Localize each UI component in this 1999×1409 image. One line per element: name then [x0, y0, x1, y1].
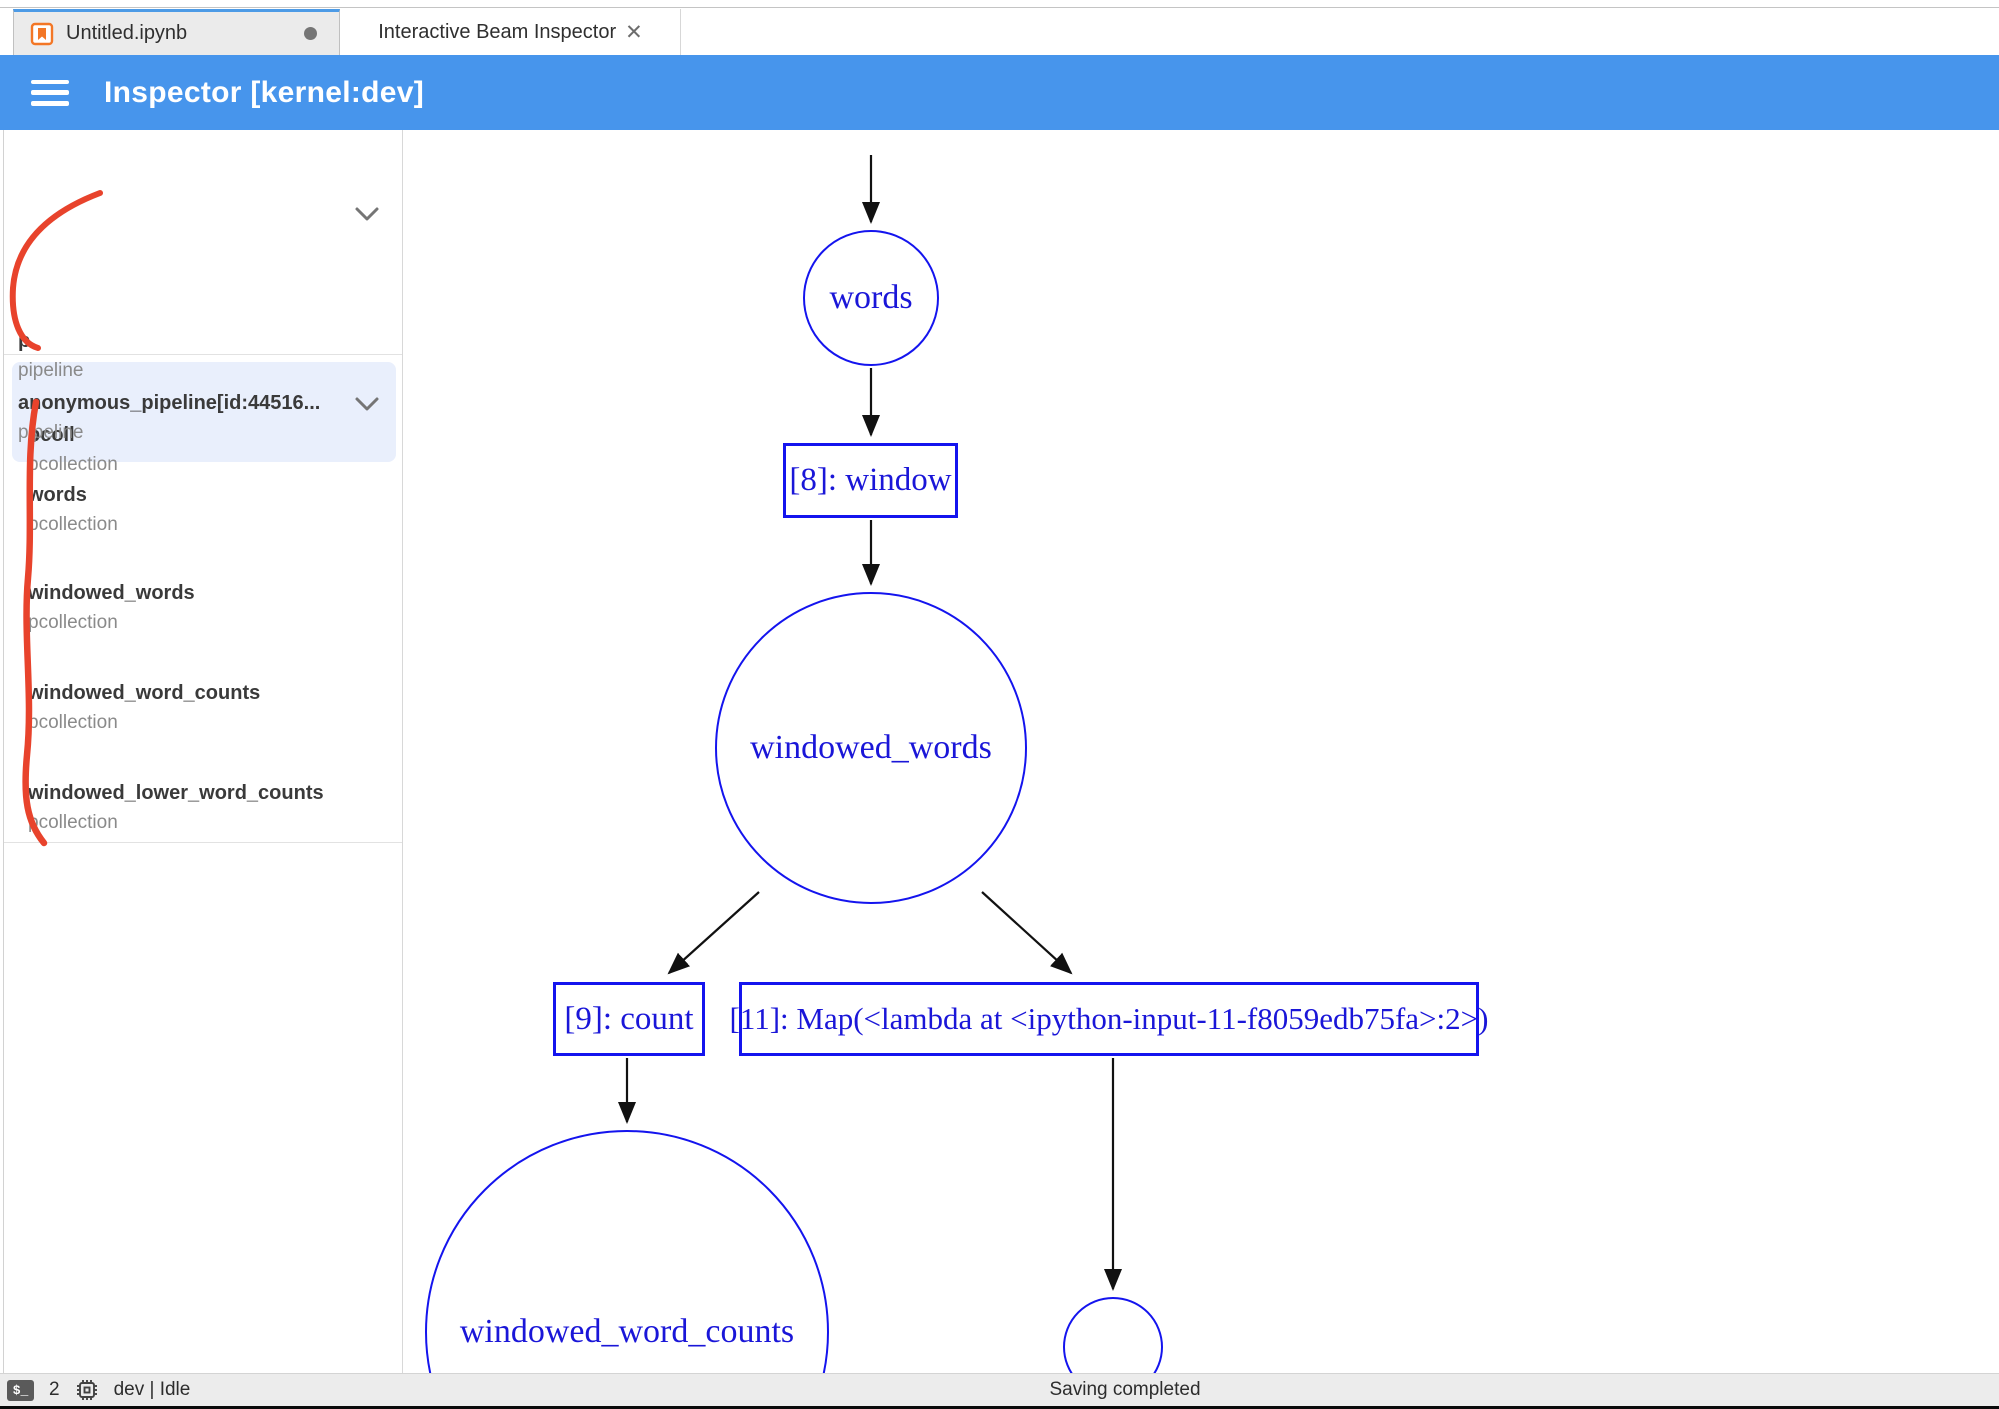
kernel-status[interactable]: dev | Idle	[113, 1379, 191, 1400]
sidebar-item-anonymous-pipeline[interactable]: anonymous_pipeline[id:44516... pipeline	[18, 392, 321, 443]
hamburger-menu-icon[interactable]	[31, 79, 69, 106]
kernel-chip-icon[interactable]	[75, 1378, 99, 1402]
sidebar-item-windowed-word-counts[interactable]: windowed_word_counts pcollection	[28, 682, 261, 733]
notebook-icon	[30, 22, 54, 45]
graph-node-count-transform[interactable]: [9]: count	[553, 982, 705, 1056]
terminals-count[interactable]: 2	[49, 1379, 60, 1400]
tab-label: Interactive Beam Inspector	[378, 20, 617, 43]
window-top-strip	[0, 0, 1999, 8]
graph-node-words[interactable]: words	[803, 230, 939, 366]
status-bar: $_ 2 dev | Idle Saving completed	[0, 1373, 1999, 1406]
selected-item-highlight	[12, 362, 396, 462]
tab-untitled-notebook[interactable]: Untitled.ipynb	[13, 9, 340, 55]
sidebar-item-p[interactable]: p pipeline	[18, 330, 84, 381]
status-message: Saving completed	[1049, 1379, 1201, 1400]
inspector-title: Inspector [kernel:dev]	[104, 75, 425, 109]
chevron-down-icon[interactable]	[354, 206, 380, 223]
inspectables-sidebar: p pipeline pcoll pcollection anonymous_p…	[4, 130, 403, 1373]
dock-tab-bar: Untitled.ipynb Interactive Beam Inspecto…	[0, 9, 1999, 55]
sidebar-item-windowed-words[interactable]: windowed_words pcollection	[28, 582, 195, 633]
edge-windowed-words-to-count	[667, 891, 760, 975]
graph-node-windowed-words[interactable]: windowed_words	[715, 592, 1027, 904]
inspector-toolbar: Inspector [kernel:dev]	[0, 55, 1999, 130]
graph-node-map-transform[interactable]: [11]: Map(<lambda at <ipython-input-11-f…	[730, 982, 1488, 1056]
divider	[4, 354, 402, 355]
sidebar-item-words[interactable]: words pcollection	[28, 484, 118, 535]
window-bottom-edge	[0, 1406, 1999, 1409]
close-icon[interactable]: ✕	[625, 20, 643, 44]
graph-edges	[617, 155, 1123, 1292]
inspector-content: p pipeline pcoll pcollection anonymous_p…	[0, 130, 1999, 1373]
terminals-icon[interactable]: $_	[7, 1379, 34, 1401]
divider	[4, 842, 402, 843]
sidebar-item-windowed-lower-word-counts[interactable]: windowed_lower_word_counts pcollection	[28, 782, 324, 833]
panel-left-border	[3, 130, 4, 1373]
pipeline-graph-panel: words [8]: window windowed_words [9]: co…	[404, 130, 1999, 1373]
graph-node-window-transform[interactable]: [8]: window	[783, 443, 958, 518]
chevron-down-icon[interactable]	[354, 396, 380, 413]
unsaved-changes-dot	[304, 27, 317, 40]
edge-windowed-words-to-map	[981, 891, 1073, 975]
tab-beam-inspector[interactable]: Interactive Beam Inspector ✕	[341, 9, 681, 55]
tab-label: Untitled.ipynb	[66, 22, 188, 44]
